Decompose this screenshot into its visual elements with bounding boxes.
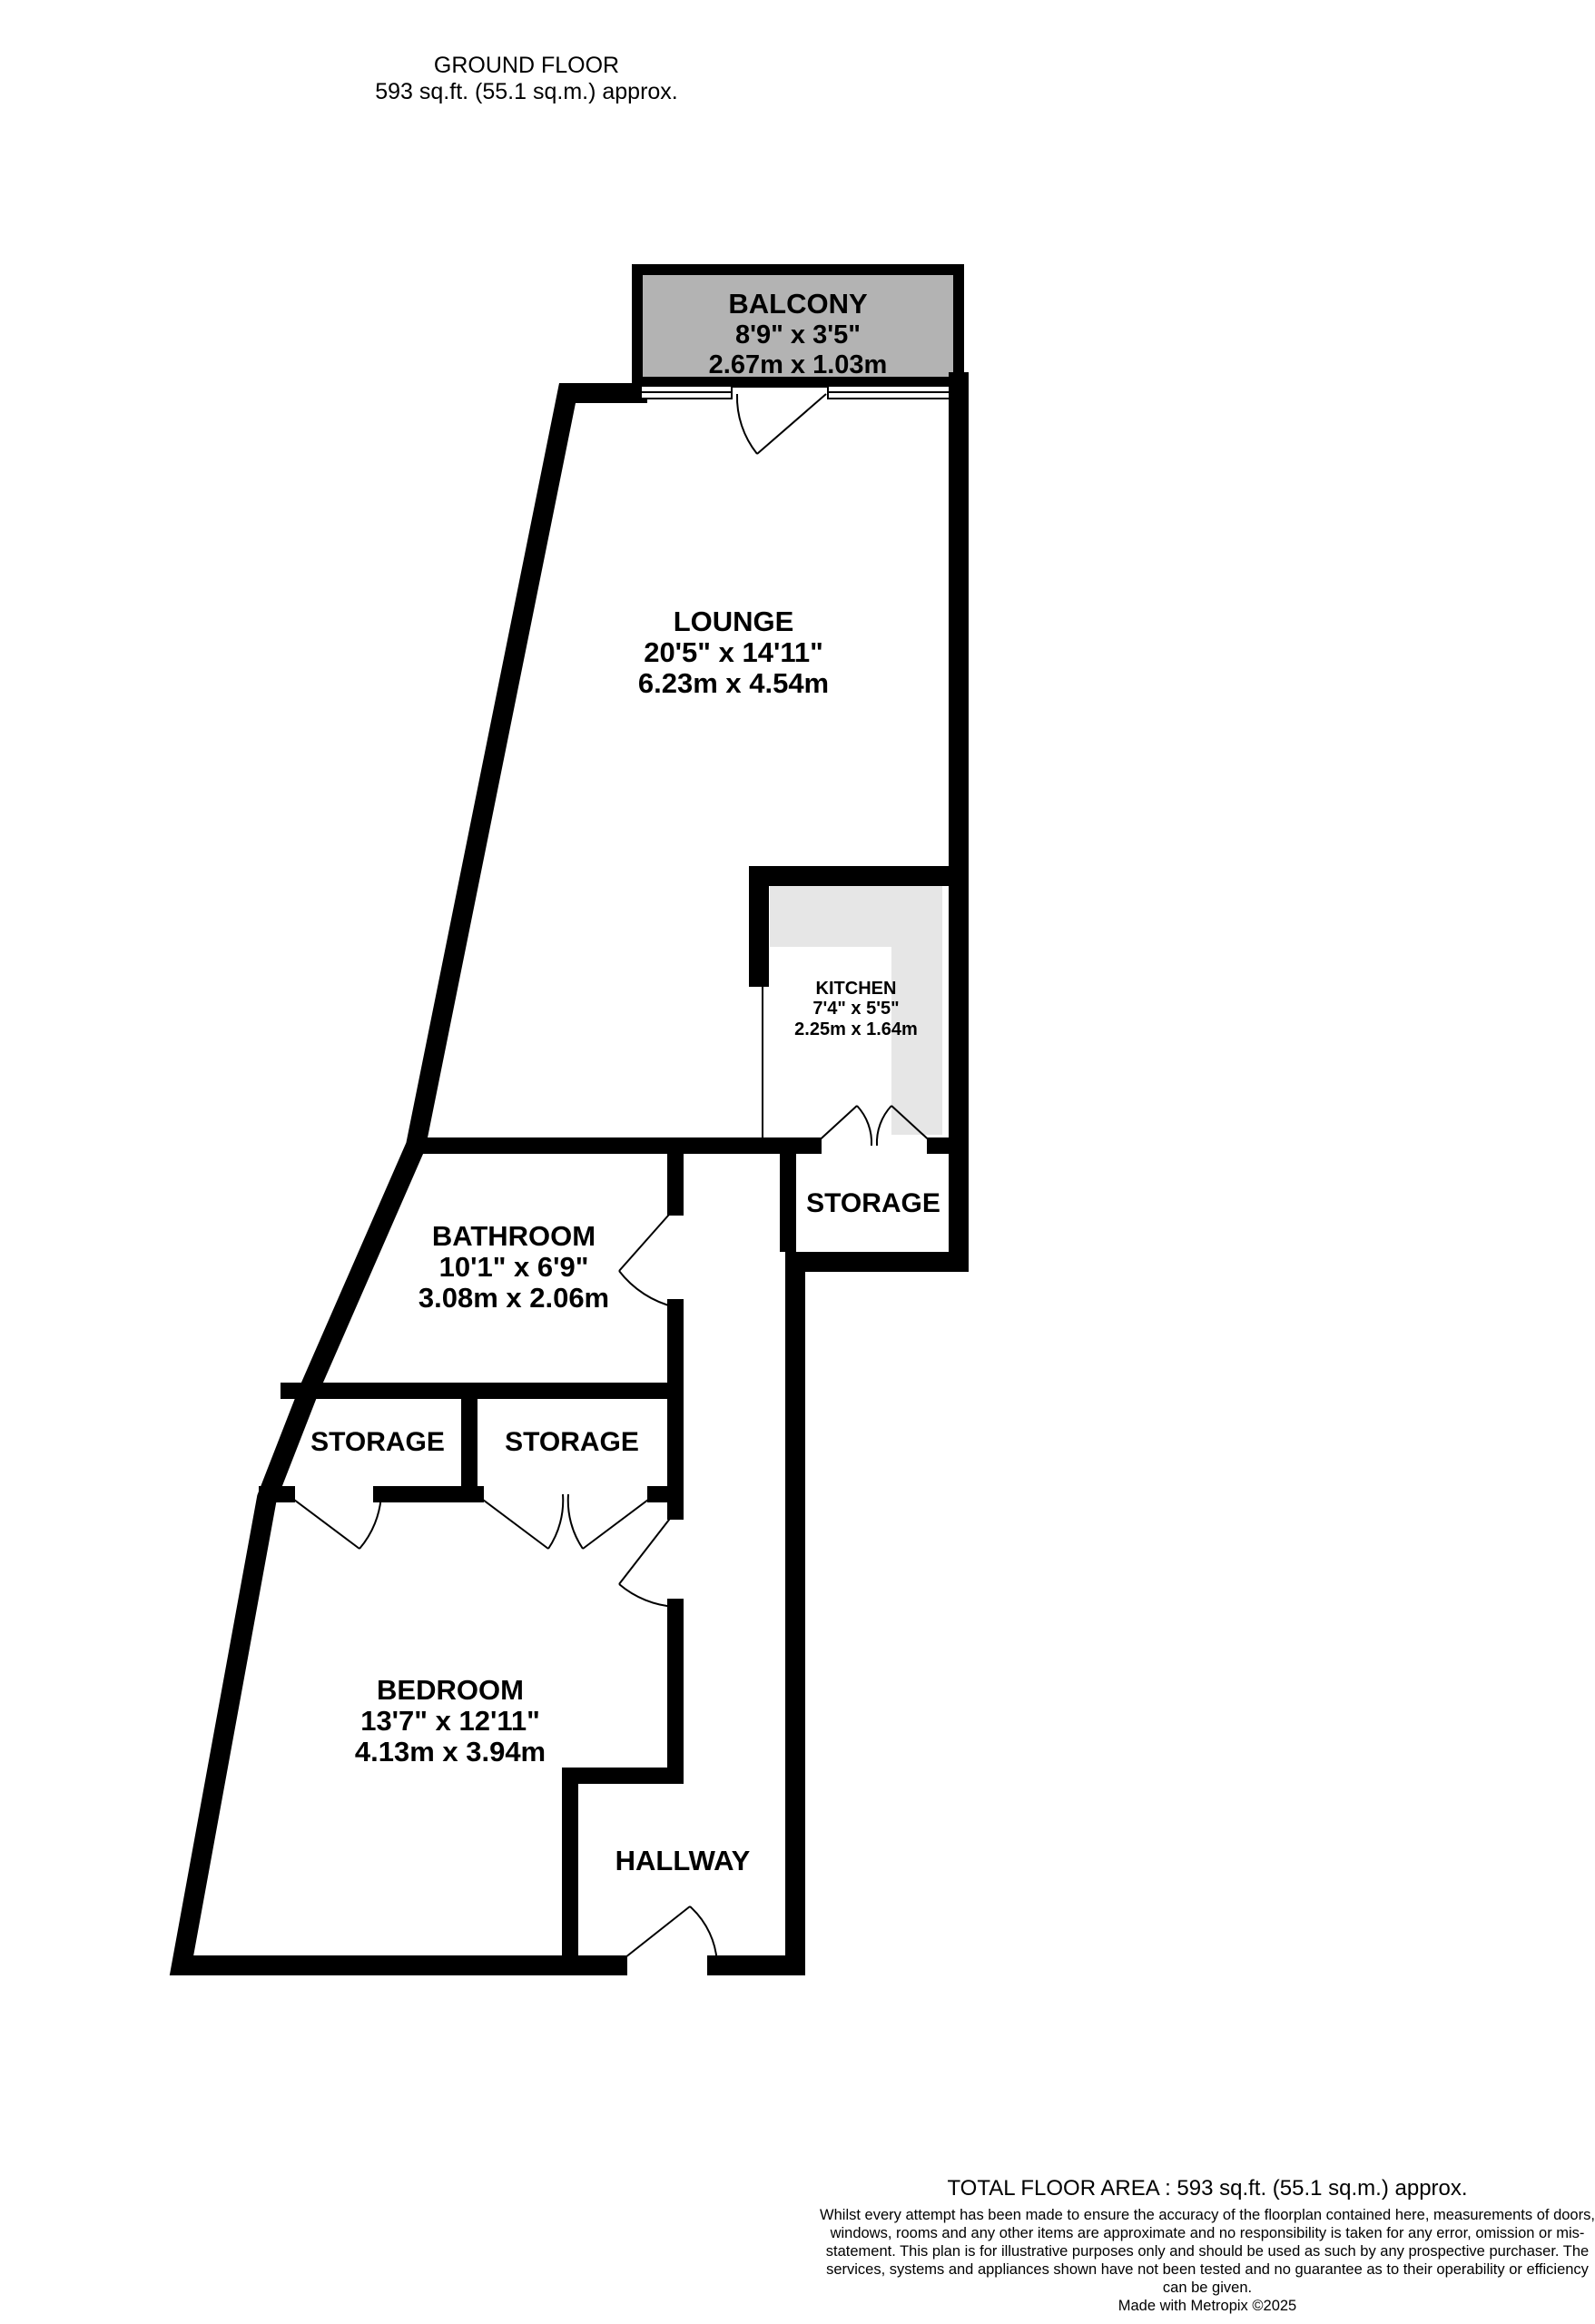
bedroom-imperial: 13'7" x 12'11" xyxy=(360,1705,540,1737)
kitchen-metric: 2.25m x 1.64m xyxy=(794,1019,918,1039)
kitchen-counter xyxy=(770,885,942,1135)
disclaimer: Whilst every attempt has been made to en… xyxy=(820,2207,1595,2296)
lounge-imperial: 20'5" x 14'11" xyxy=(644,636,823,668)
balcony-area xyxy=(632,264,964,388)
bedroom-name: BEDROOM xyxy=(377,1674,524,1706)
kitchen-name: KITCHEN xyxy=(816,979,897,999)
walls xyxy=(169,372,969,1975)
doors xyxy=(286,385,950,1966)
floor-area: 593 sq.ft. (55.1 sq.m.) approx. xyxy=(375,79,678,104)
floor-name: GROUND FLOOR xyxy=(433,53,620,78)
storage-right-name: STORAGE xyxy=(505,1427,639,1457)
balcony-imperial: 8'9" x 3'5" xyxy=(735,320,861,350)
bathroom-imperial: 10'1" x 6'9" xyxy=(439,1251,589,1283)
credit: Made with Metropix ©2025 xyxy=(1117,2298,1297,2314)
storage-kitchen-name: STORAGE xyxy=(806,1188,940,1218)
total-floor-area: TOTAL FLOOR AREA : 593 sq.ft. (55.1 sq.m… xyxy=(947,2176,1468,2201)
lounge-metric: 6.23m x 4.54m xyxy=(638,667,829,699)
interior-walls xyxy=(259,1137,967,1974)
kitchen-imperial: 7'4" x 5'5" xyxy=(812,999,899,1019)
floor-header: GROUND FLOOR 593 sq.ft. (55.1 sq.m.) app… xyxy=(300,53,753,105)
hallway-name: HALLWAY xyxy=(615,1845,751,1876)
storage-left-name: STORAGE xyxy=(310,1427,445,1457)
lounge-name: LOUNGE xyxy=(674,606,794,637)
bedroom-metric: 4.13m x 3.94m xyxy=(355,1736,546,1768)
balcony-metric: 2.67m x 1.03m xyxy=(709,350,888,379)
bathroom-metric: 3.08m x 2.06m xyxy=(418,1282,609,1314)
footer: TOTAL FLOOR AREA : 593 sq.ft. (55.1 sq.m… xyxy=(708,2175,1595,2315)
balcony-name: BALCONY xyxy=(728,288,868,320)
bathroom-name: BATHROOM xyxy=(432,1220,596,1252)
